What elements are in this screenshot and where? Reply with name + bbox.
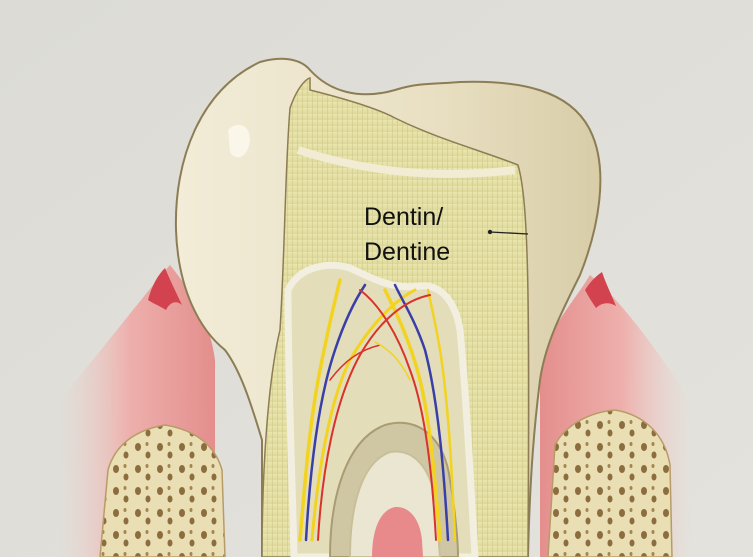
dentin-pointer-dot: [488, 230, 492, 234]
dentin-label-line-2: Dentine: [364, 237, 450, 267]
right-bone: [548, 410, 672, 557]
dentin-label-line-1: Dentin/: [364, 202, 443, 232]
